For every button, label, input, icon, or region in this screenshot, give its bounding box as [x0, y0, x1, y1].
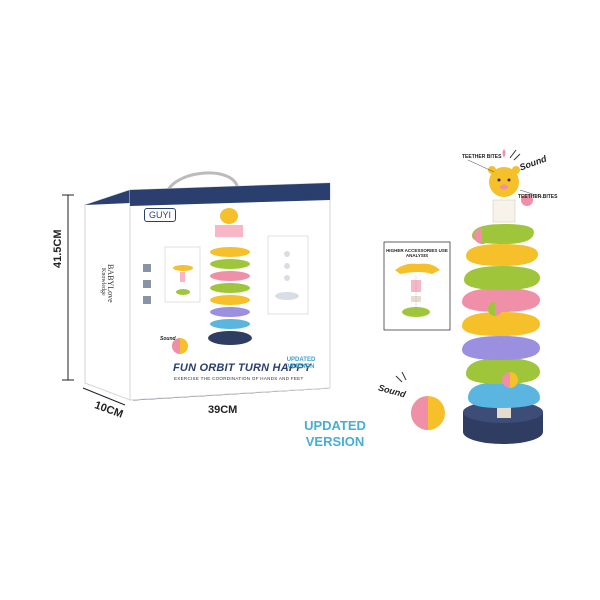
width-dimension-label: 39CM — [208, 404, 238, 416]
box-title: FUN ORBIT TURN HAPPY — [173, 362, 312, 374]
box-updated-line-1: UPDATED — [286, 357, 316, 363]
box-inset-left — [164, 246, 201, 303]
box-side-text-1: BABYLove — [106, 264, 115, 303]
box-updated-line-2: VERSION — [287, 364, 315, 370]
tower-balls — [474, 194, 533, 388]
age-badge-unit: Months — [297, 195, 315, 201]
label-leader-lines — [467, 159, 546, 199]
updated-version-line-2: VERSION — [305, 434, 365, 449]
updated-version-heading: UPDATED VERSION — [295, 418, 375, 450]
accessories-inset-title-2: ANALYSIS — [405, 253, 429, 258]
updated-version-line-1: UPDATED — [304, 418, 366, 433]
tower-tracks — [462, 224, 540, 408]
accessories-inset-art — [395, 263, 440, 317]
age-badge: 18+ Months — [294, 185, 318, 202]
box-inset-right-art — [275, 251, 299, 300]
age-badge-number: 18+ — [298, 185, 314, 195]
box-sound-label: Sound — [160, 336, 176, 342]
box-front-band — [130, 183, 330, 206]
box-brand-logo: GUYI — [144, 208, 177, 222]
teether-label-right: TEETHER BITES — [518, 194, 558, 200]
sound-wave-marks — [395, 149, 521, 383]
teether-label-top: TEETHER BITES — [462, 154, 502, 160]
loose-ball — [411, 396, 445, 430]
box-subtitle: EXERCISE THE COORDINATION OF HANDS AND F… — [174, 376, 304, 381]
box-side-icons — [143, 264, 151, 304]
accessories-inset-title: HIGHER ACCESSORIES USE ANALYSIS — [386, 248, 448, 258]
tower-top-cup — [492, 199, 516, 223]
box-side-text-2: Knowledge — [100, 268, 106, 296]
box-inset-right — [267, 235, 309, 315]
box-inset-left-art — [173, 265, 193, 295]
box-tower-illustration — [172, 208, 252, 354]
accessories-inset-title-1: HIGHER ACCESSORIES USE — [386, 248, 448, 253]
box-updated-version: UPDATED VERSION — [283, 357, 319, 371]
